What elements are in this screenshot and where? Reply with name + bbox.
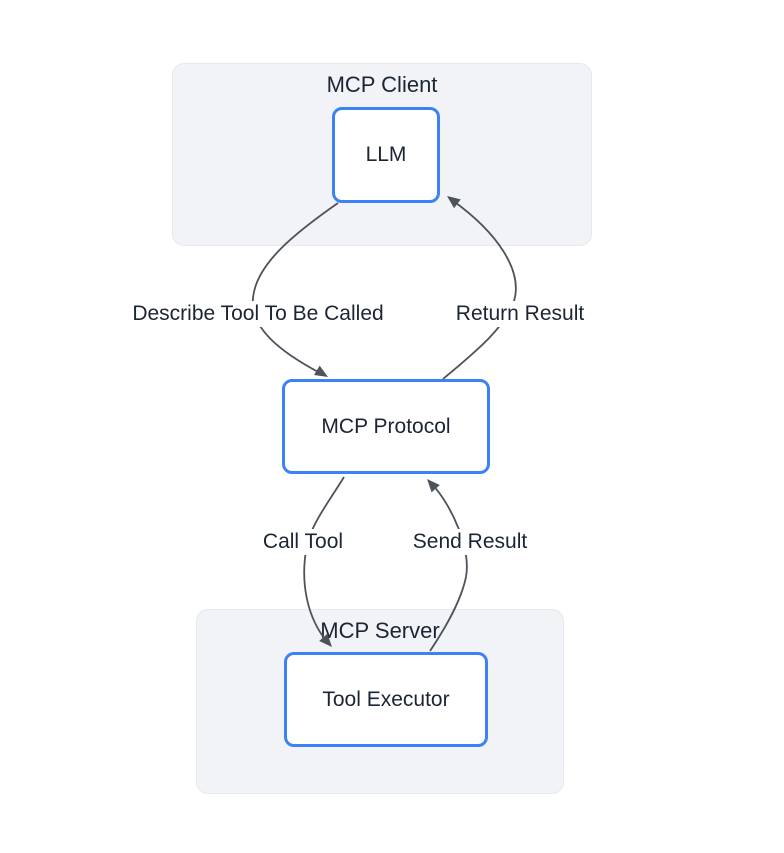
edge-label-send-result: Send Result — [406, 529, 534, 555]
container-mcp-client-title: MCP Client — [326, 72, 438, 97]
node-llm-label: LLM — [365, 143, 407, 166]
edge-label-call-tool: Call Tool — [256, 529, 350, 555]
edge-label-describe-tool: Describe Tool To Be Called — [126, 301, 390, 327]
node-mcp-protocol: MCP Protocol — [282, 379, 490, 474]
container-mcp-server-title: MCP Server — [320, 618, 440, 643]
node-mcp-protocol-label: MCP Protocol — [321, 414, 451, 438]
node-tool-executor-label: Tool Executor — [322, 687, 450, 711]
arrowhead-send-result — [427, 479, 440, 493]
node-llm: LLM — [332, 107, 440, 203]
node-tool-executor: Tool Executor — [284, 652, 488, 747]
edge-label-return-result: Return Result — [449, 301, 591, 327]
